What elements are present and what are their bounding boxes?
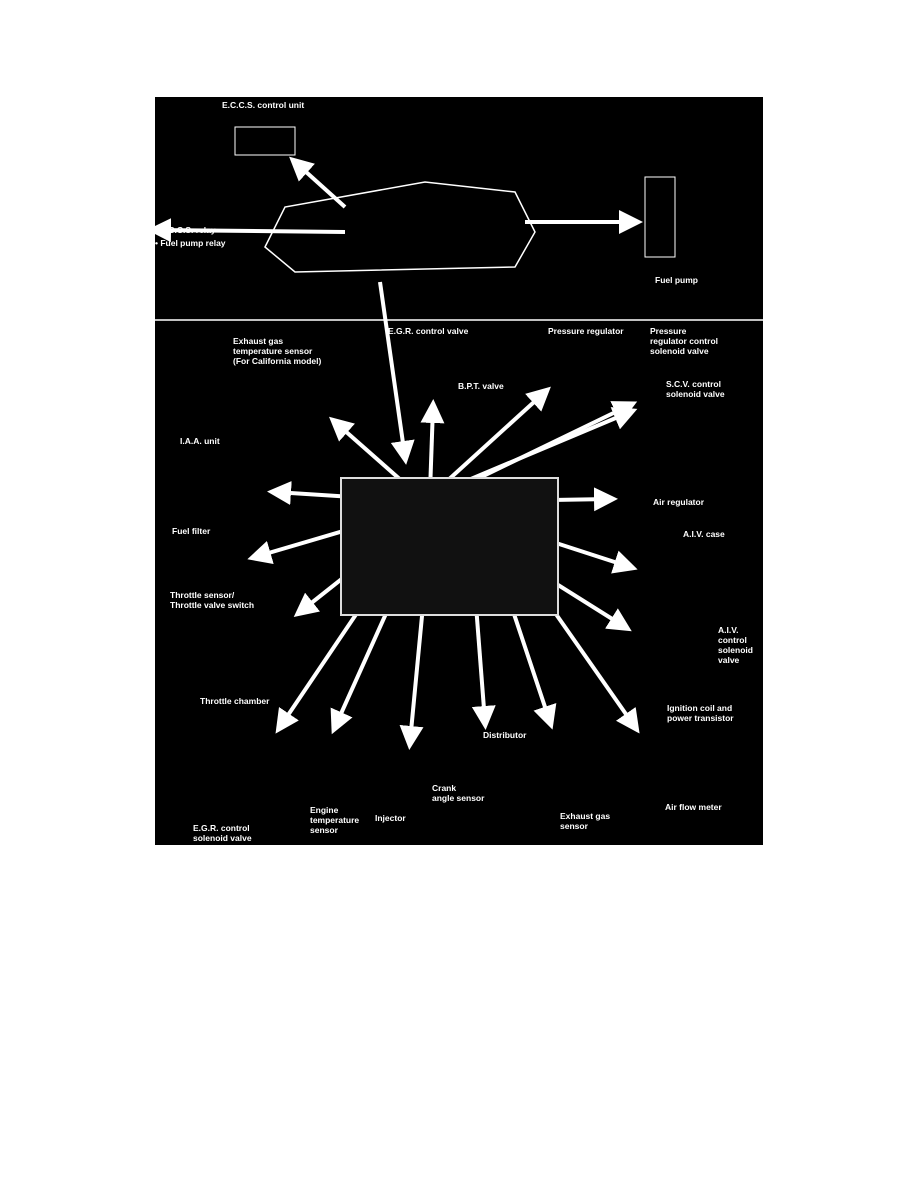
label-air-regulator: Air regulator — [653, 497, 705, 507]
label-fuel-pump: Fuel pump — [655, 275, 698, 285]
label-pressure-regulator: Pressure regulator — [548, 326, 624, 336]
label-pressure-regulator-control-solenoid: Pressure regulator control solenoid valv… — [650, 326, 719, 356]
eccs-component-location-diagram: E.C.C.S. control unit • E.C.C.S. relay •… — [155, 97, 763, 845]
label-exhaust-gas-sensor: Exhaust gas sensor — [560, 811, 611, 831]
label-aiv-case: A.I.V. case — [683, 529, 725, 539]
label-bpt-valve: B.P.T. valve — [458, 381, 504, 391]
label-air-flow-meter: Air flow meter — [665, 802, 722, 812]
label-ignition-coil: Ignition coil and power transistor — [667, 703, 734, 723]
label-crank-angle-sensor: Crank angle sensor — [432, 783, 485, 803]
pointer-arrow — [155, 218, 346, 243]
pointer-arrow — [378, 281, 415, 465]
label-throttle-sensor: Throttle sensor/ Throttle valve switch — [170, 590, 255, 610]
label-distributor: Distributor — [483, 730, 527, 740]
label-aiv-control-solenoid: A.I.V. control solenoid valve — [718, 625, 753, 665]
label-egr-control-valve: E.G.R. control valve — [388, 326, 469, 336]
engine-drawing — [340, 477, 559, 616]
car-drawing — [264, 181, 536, 273]
label-fuel-filter: Fuel filter — [172, 526, 211, 536]
control-unit-drawing — [234, 126, 296, 156]
label-exhaust-gas-temp-sensor: Exhaust gas temperature sensor (For Cali… — [233, 336, 322, 366]
fuel-pump-drawing — [644, 176, 676, 258]
label-fuel-pump-relay: • Fuel pump relay — [155, 238, 226, 248]
pointer-arrow — [433, 386, 551, 494]
label-injector: Injector — [375, 813, 406, 823]
label-scv-control-solenoid: S.C.V. control solenoid valve — [666, 379, 725, 399]
label-engine-temp-sensor: Engine temperature sensor — [310, 805, 360, 835]
label-eccs-relay: • E.C.C.S. relay — [155, 225, 216, 235]
label-eccs-control-unit: E.C.C.S. control unit — [222, 100, 305, 110]
label-throttle-chamber: Throttle chamber — [200, 696, 270, 706]
label-iaa-unit: I.A.A. unit — [180, 436, 220, 446]
diagram-arrows — [155, 126, 763, 750]
label-egr-control-solenoid: E.G.R. control solenoid valve — [193, 823, 252, 843]
pointer-arrow — [289, 156, 347, 209]
